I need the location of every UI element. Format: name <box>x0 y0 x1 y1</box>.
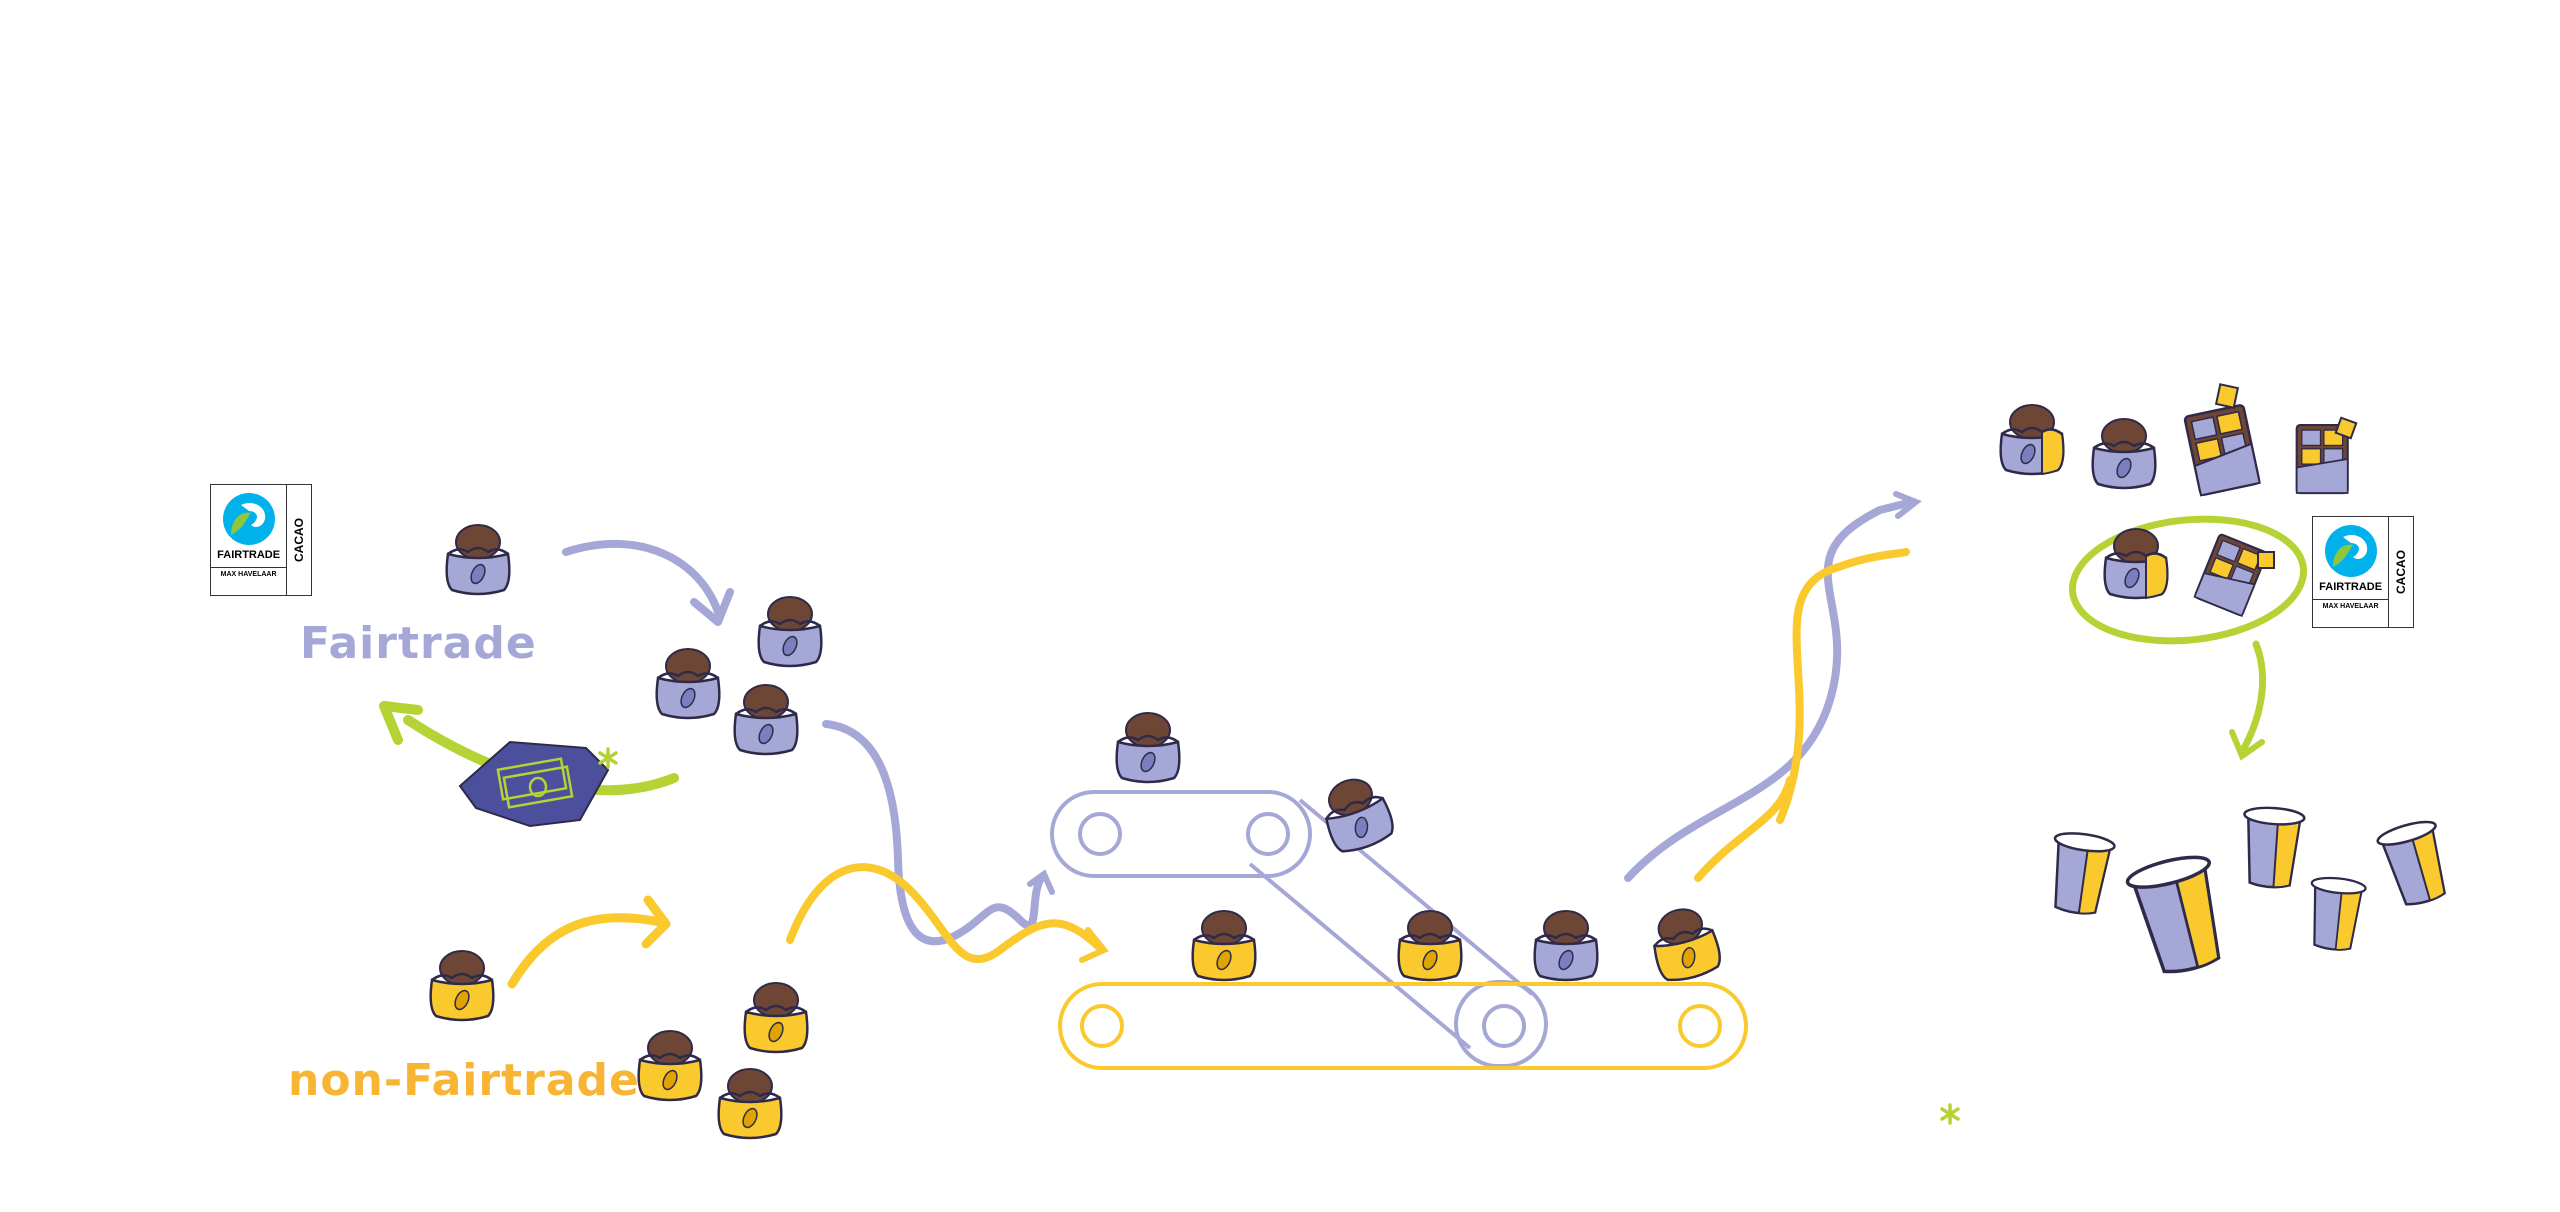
non-fairtrade-cocoa-sack-icon <box>429 949 495 1022</box>
fairtrade-logo-sub: MAX HAVELAAR <box>211 567 287 578</box>
asterisk-icon <box>1940 1103 1960 1125</box>
fairtrade-logo-side: CACAO <box>292 518 307 562</box>
fairtrade-curve-arrow-head <box>690 588 734 626</box>
cocoa-cup-icon <box>2043 828 2117 919</box>
fairtrade-logo-word: FAIRTRADE <box>2319 581 2383 593</box>
fairtrade-curve-arrow <box>562 540 722 616</box>
green-arrow-to-cups-head <box>2229 729 2265 761</box>
output-yellow-flow <box>1694 548 1910 882</box>
cocoa-cup-icon <box>2304 874 2368 954</box>
fairtrade-mark-icon <box>2324 525 2377 577</box>
non-fairtrade-label: non-Fairtrade <box>288 1055 640 1106</box>
mixed-cocoa-sack-icon <box>1999 403 2065 476</box>
non-fairtrade-cocoa-sack-icon <box>717 1067 783 1140</box>
yellow-conveyor-belt <box>1058 982 1748 1070</box>
non-fairtrade-cocoa-sack-icon <box>1191 909 1257 982</box>
cocoa-cup-icon <box>2238 804 2307 891</box>
cocoa-cup-icon <box>2374 816 2457 912</box>
non-fairtrade-cocoa-sack-icon <box>1644 900 1726 987</box>
non-fairtrade-wavy-flow-head <box>1079 927 1109 963</box>
output-purple-flow-head <box>1893 491 1922 519</box>
cocoa-cup-icon <box>2123 849 2235 981</box>
non-fairtrade-cocoa-sack-icon <box>637 1029 703 1102</box>
fairtrade-cocoa-sack-icon <box>757 595 823 668</box>
green-arrow-to-cups <box>2238 640 2267 756</box>
money-bundle-icon <box>458 740 610 828</box>
fairtrade-cocoa-sack-icon <box>655 647 721 720</box>
purple-conveyor-belt <box>1050 790 1548 1068</box>
non-fairtrade-curve-arrow <box>507 913 665 989</box>
premium-green-arrow-head <box>379 701 423 745</box>
fairtrade-cocoa-sack-icon <box>2091 417 2157 490</box>
fairtrade-cocoa-sack-icon <box>1533 909 1599 982</box>
fairtrade-highlight-group <box>2068 515 2308 645</box>
fairtrade-label: Fairtrade <box>300 618 537 669</box>
fairtrade-cocoa-sack-icon <box>733 683 799 756</box>
non-fairtrade-wavy-flow <box>786 863 1104 964</box>
chocolate-bar-icon <box>2183 403 2261 497</box>
chocolate-bar-icon <box>2193 532 2269 617</box>
fairtrade-cocoa-sack-icon <box>1115 711 1181 784</box>
fairtrade-logo-side: CACAO <box>2394 550 2409 594</box>
non-fairtrade-cocoa-sack-icon <box>1397 909 1463 982</box>
fairtrade-wavy-flow-head <box>1027 869 1055 895</box>
fairtrade-wavy-flow <box>822 720 1044 946</box>
fairtrade-cacao-logo: FAIRTRADE MAX HAVELAAR CACAO <box>210 484 312 596</box>
output-purple-flow <box>1624 498 1916 882</box>
fairtrade-cacao-logo: FAIRTRADE MAX HAVELAAR CACAO <box>2312 516 2414 628</box>
non-fairtrade-cocoa-sack-icon <box>743 981 809 1054</box>
non-fairtrade-curve-arrow-head <box>641 895 671 949</box>
fairtrade-mark-icon <box>222 493 275 545</box>
fairtrade-cocoa-sack-icon <box>445 523 511 596</box>
fairtrade-cocoa-sack-icon <box>1313 769 1399 859</box>
fairtrade-logo-sub: MAX HAVELAAR <box>2313 599 2389 610</box>
fairtrade-logo-word: FAIRTRADE <box>217 549 281 561</box>
